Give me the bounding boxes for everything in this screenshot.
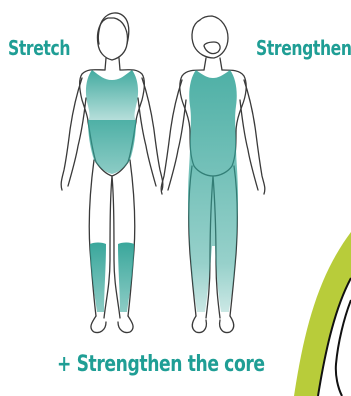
front-head [97, 18, 127, 60]
front-leg-left-region [90, 243, 106, 313]
front-chest-region [86, 70, 138, 120]
back-hair-bun [204, 42, 220, 54]
front-arm-right [138, 78, 163, 190]
back-arm-right [240, 80, 265, 194]
stretch-label: Stretch [8, 36, 70, 60]
lime-panel [294, 232, 351, 396]
core-caption: + Strengthen the core [57, 352, 265, 377]
back-arm-left [161, 80, 186, 194]
front-arm-left [61, 78, 86, 190]
back-head [192, 16, 228, 58]
front-abs-region [88, 120, 136, 174]
front-leg-right-region [118, 243, 134, 313]
back-body-region [188, 70, 238, 312]
strengthen-label: Strengthen [256, 36, 351, 60]
